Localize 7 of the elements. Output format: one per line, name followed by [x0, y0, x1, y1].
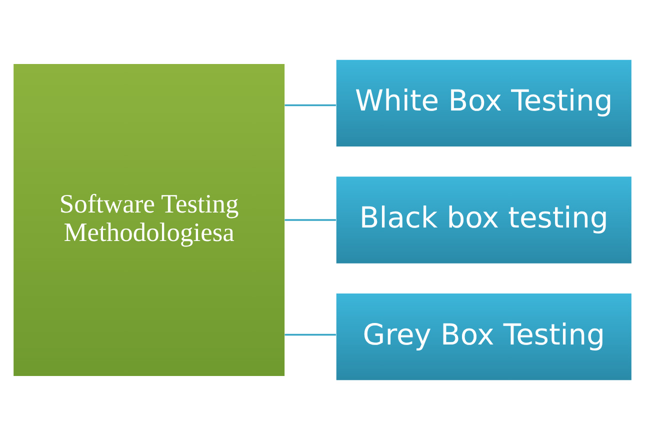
connector [284, 104, 336, 106]
connector [284, 333, 336, 336]
connector [284, 218, 336, 220]
node-box: Grey Box Testing [336, 292, 632, 380]
node-box: Software Testing Methodologiesa [14, 64, 285, 376]
node-box: Black box testing [336, 176, 632, 263]
node-box: White Box Testing [336, 59, 632, 146]
